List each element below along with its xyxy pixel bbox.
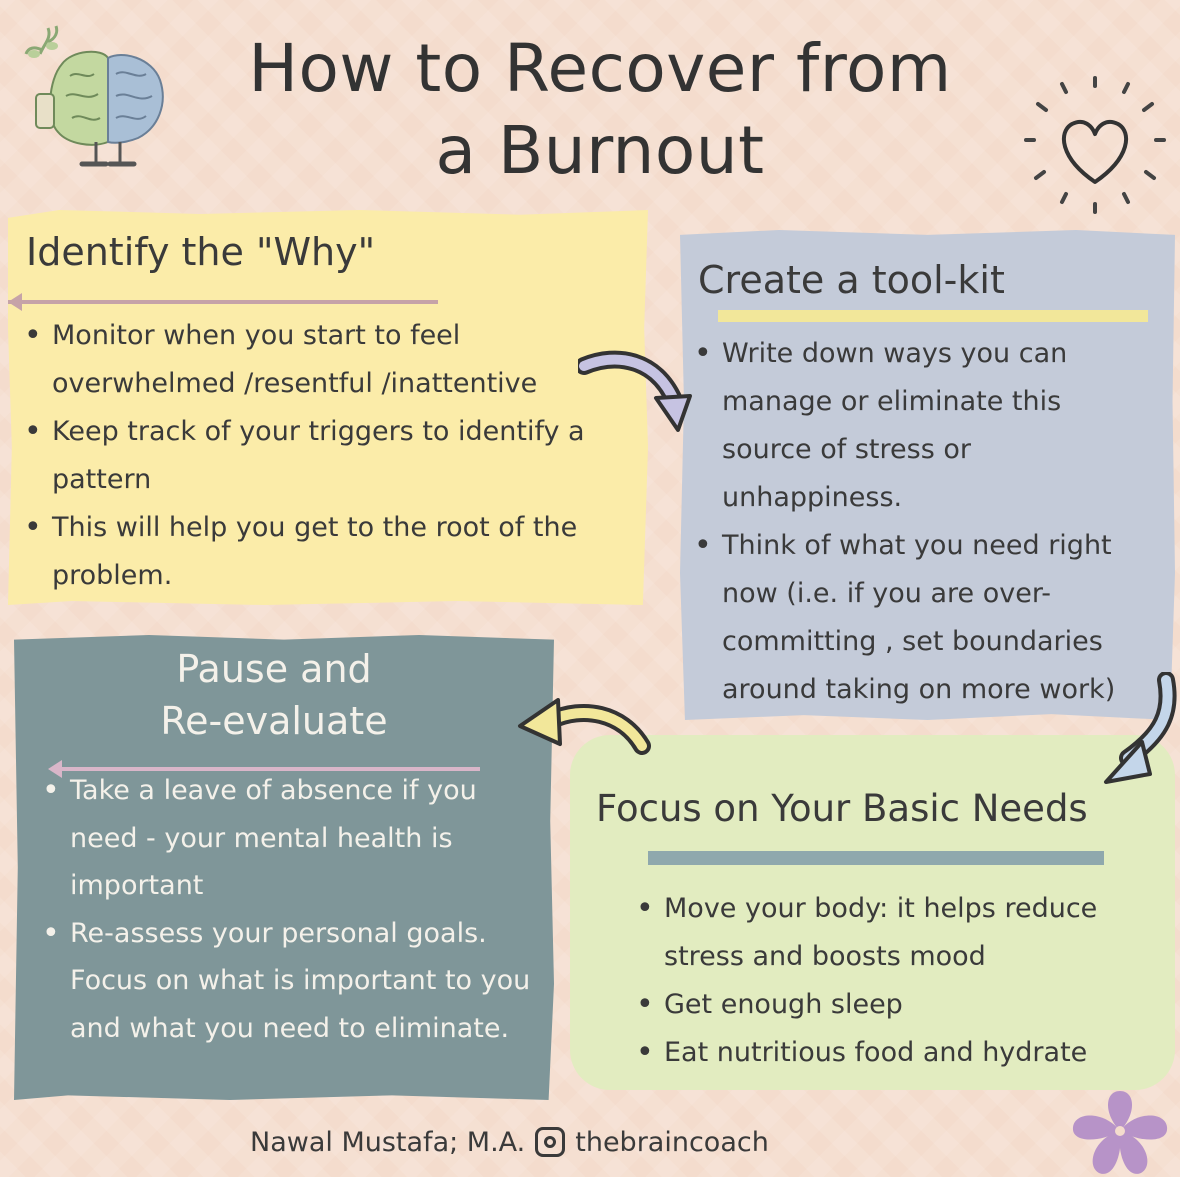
title-line-1: How to Recover from <box>248 30 952 107</box>
arrow-icon <box>578 350 692 432</box>
title-line-2: a Burnout <box>435 112 765 189</box>
basic-list: Move your body: it helps reduce stress a… <box>630 885 1150 1077</box>
list-item: Get enough sleep <box>630 981 1150 1029</box>
flower-icon <box>1072 1091 1168 1174</box>
author-name: Nawal Mustafa; M.A. <box>250 1126 526 1158</box>
footer-credit: Nawal Mustafa; M.A. thebraincoach <box>250 1122 870 1162</box>
toolkit-list: Write down ways you can manage or elimin… <box>688 330 1158 714</box>
heart-icon <box>1024 76 1166 214</box>
underline-arrowhead <box>8 293 22 311</box>
list-item: Re-assess your personal goals. Focus on … <box>36 910 536 1053</box>
list-item: Monitor when you start to feel overwhelm… <box>18 312 628 408</box>
card-pause-reevaluate: Pause and Re-evaluate Take a leave of ab… <box>14 635 554 1100</box>
card-create-toolkit: Create a tool-kit Write down ways you ca… <box>680 230 1175 720</box>
list-item: This will help you get to the root of th… <box>18 504 628 600</box>
card-heading-basic-needs: Focus on Your Basic Needs <box>596 787 1088 830</box>
heading-bar <box>648 851 1104 865</box>
list-item: Write down ways you can manage or elimin… <box>688 330 1158 522</box>
arrow-icon <box>1104 672 1177 784</box>
heading-line-1: Pause and <box>176 647 372 691</box>
why-list: Monitor when you start to feel overwhelm… <box>18 312 628 600</box>
list-item: Move your body: it helps reduce stress a… <box>630 885 1150 981</box>
pause-list: Take a leave of absence if you need - yo… <box>36 767 536 1052</box>
card-basic-needs: Focus on Your Basic Needs Move your body… <box>570 735 1175 1090</box>
card-heading-create-toolkit: Create a tool-kit <box>698 258 1005 302</box>
list-item: Keep track of your triggers to identify … <box>18 408 628 504</box>
list-item: Eat nutritious food and hydrate <box>630 1029 1150 1077</box>
heading-bar <box>718 310 1148 322</box>
heading-underline <box>8 300 438 304</box>
instagram-icon <box>535 1127 566 1157</box>
brain-icon <box>24 25 164 167</box>
card-heading-pause-reevaluate: Pause and Re-evaluate <box>14 643 534 747</box>
card-heading-identify-why: Identify the "Why" <box>26 230 376 274</box>
page-title: How to Recover from a Burnout <box>170 28 1030 192</box>
list-item: Think of what you need right now (i.e. i… <box>688 522 1158 714</box>
heading-line-2: Re-evaluate <box>160 699 388 743</box>
card-identify-why: Identify the "Why" Monitor when you star… <box>8 210 648 605</box>
list-item: Take a leave of absence if you need - yo… <box>36 767 536 910</box>
instagram-handle[interactable]: thebraincoach <box>575 1126 769 1158</box>
arrow-icon <box>518 698 651 755</box>
